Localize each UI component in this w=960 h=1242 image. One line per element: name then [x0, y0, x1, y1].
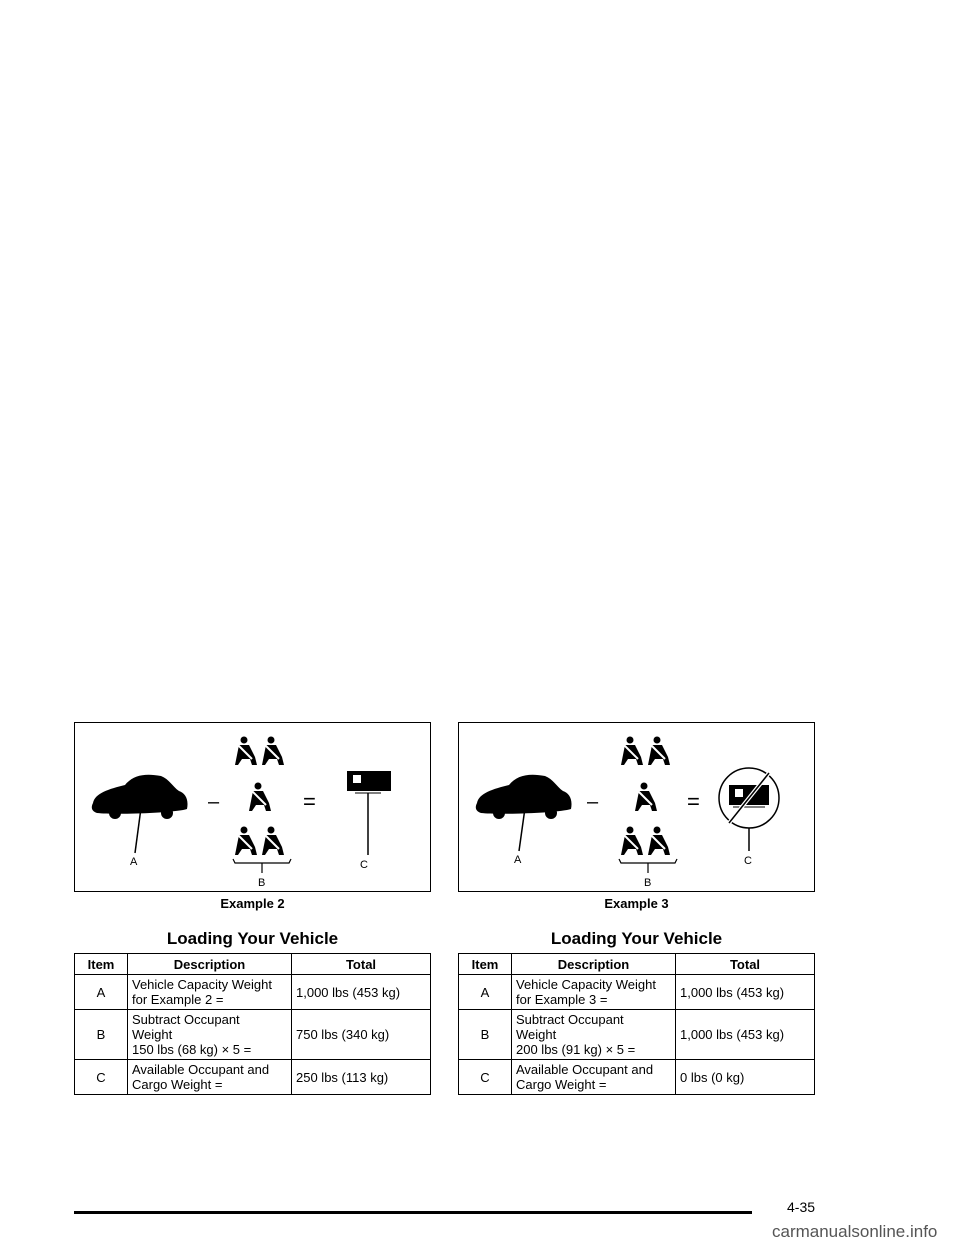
header-item: Item [458, 953, 512, 975]
watermark: carmanualsonline.info [772, 1222, 938, 1241]
header-total: Total [675, 953, 815, 975]
label-a: A [514, 854, 522, 866]
label-c: C [360, 859, 368, 871]
equals-sign: = [303, 789, 316, 814]
table-row: A Vehicle Capacity Weight for Example 3 … [458, 974, 815, 1010]
label-a: A [130, 856, 138, 868]
label-b: B [258, 877, 265, 889]
row-total: 250 lbs (113 kg) [291, 1059, 431, 1095]
seat-icon [235, 826, 257, 855]
example-2-diagram: A – B = C [91, 736, 391, 889]
row-total: 0 lbs (0 kg) [675, 1059, 815, 1095]
row-item: C [74, 1059, 128, 1095]
row-description: Vehicle Capacity Weight for Example 3 = [511, 974, 676, 1010]
footer-rule [74, 1211, 752, 1214]
occupant-icons [235, 736, 284, 855]
desc-line: Cargo Weight = [132, 1077, 223, 1092]
row-description: Subtract Occupant Weight 200 lbs (91 kg)… [511, 1009, 676, 1060]
occupant-icons [621, 736, 670, 855]
page-number: 4-35 [787, 1199, 816, 1215]
desc-line: for Example 2 = [132, 992, 224, 1007]
loading-table: Item Description Total A Vehicle Capacit… [458, 953, 815, 1095]
row-total: 1,000 lbs (453 kg) [291, 974, 431, 1010]
table-row: C Available Occupant and Cargo Weight = … [74, 1059, 431, 1095]
row-description: Available Occupant and Cargo Weight = [511, 1059, 676, 1095]
desc-line: Vehicle Capacity Weight [516, 977, 656, 992]
seat-icon [621, 736, 643, 765]
desc-line: Weight [516, 1027, 557, 1042]
row-item: C [458, 1059, 512, 1095]
seat-icon [648, 736, 670, 765]
row-item: B [458, 1009, 512, 1060]
row-description: Vehicle Capacity Weight for Example 2 = [127, 974, 292, 1010]
seat-icon [262, 736, 284, 765]
example-2-figure: A – B = C [74, 722, 431, 892]
table-row: A Vehicle Capacity Weight for Example 2 … [74, 974, 431, 1010]
figure-caption: Example 2 [220, 896, 285, 911]
example-3-diagram: A – B = C [475, 736, 780, 889]
table-row: B Subtract Occupant Weight 200 lbs (91 k… [458, 1009, 815, 1060]
figure-caption: Example 3 [604, 896, 669, 911]
cargo-icon [347, 771, 391, 855]
example-3-figure: A – B = C [458, 722, 815, 892]
brace [232, 858, 292, 864]
no-cargo-icon [718, 767, 780, 851]
header-item: Item [74, 953, 128, 975]
row-total: 1,000 lbs (453 kg) [675, 1009, 815, 1060]
desc-line: Subtract Occupant [516, 1012, 624, 1027]
loading-table: Item Description Total A Vehicle Capacit… [74, 953, 431, 1095]
table-title: Loading Your Vehicle [166, 929, 339, 948]
seat-icon [249, 782, 271, 811]
seat-icon [635, 782, 657, 811]
row-item: B [74, 1009, 128, 1060]
desc-line: 150 lbs (68 kg) × 5 = [132, 1042, 252, 1057]
row-item: A [74, 974, 128, 1010]
row-item: A [458, 974, 512, 1010]
minus-sign: – [587, 791, 599, 813]
desc-line: Vehicle Capacity Weight [132, 977, 272, 992]
header-description: Description [511, 953, 676, 975]
row-total: 750 lbs (340 kg) [291, 1009, 431, 1060]
header-total: Total [291, 953, 431, 975]
desc-line: 200 lbs (91 kg) × 5 = [516, 1042, 636, 1057]
desc-line: for Example 3 = [516, 992, 608, 1007]
seat-icon [262, 826, 284, 855]
seat-icon [648, 826, 670, 855]
label-c: C [744, 855, 752, 867]
table-row: B Subtract Occupant Weight 150 lbs (68 k… [74, 1009, 431, 1060]
desc-line: Weight [132, 1027, 173, 1042]
example-3-section: A – B = C Exam [458, 722, 815, 1095]
minus-sign: – [208, 791, 220, 813]
desc-line: Available Occupant and [516, 1062, 654, 1077]
example-2-section: A – B = C Example 2 Loading Your Vehicl [74, 722, 431, 1095]
car-icon [91, 774, 188, 854]
row-description: Available Occupant and Cargo Weight = [127, 1059, 292, 1095]
brace [618, 858, 678, 864]
desc-line: Available Occupant and [132, 1062, 270, 1077]
car-icon [475, 774, 572, 852]
table-row: C Available Occupant and Cargo Weight = … [458, 1059, 815, 1095]
table-title: Loading Your Vehicle [550, 929, 723, 948]
row-total: 1,000 lbs (453 kg) [675, 974, 815, 1010]
desc-line: Cargo Weight = [516, 1077, 607, 1092]
row-description: Subtract Occupant Weight 150 lbs (68 kg)… [127, 1009, 292, 1060]
desc-line: Subtract Occupant [132, 1012, 240, 1027]
seat-icon [621, 826, 643, 855]
table-header-row: Item Description Total [458, 953, 815, 975]
seat-icon [235, 736, 257, 765]
equals-sign: = [687, 789, 700, 814]
table-header-row: Item Description Total [74, 953, 431, 975]
header-description: Description [127, 953, 292, 975]
label-b: B [644, 877, 651, 889]
